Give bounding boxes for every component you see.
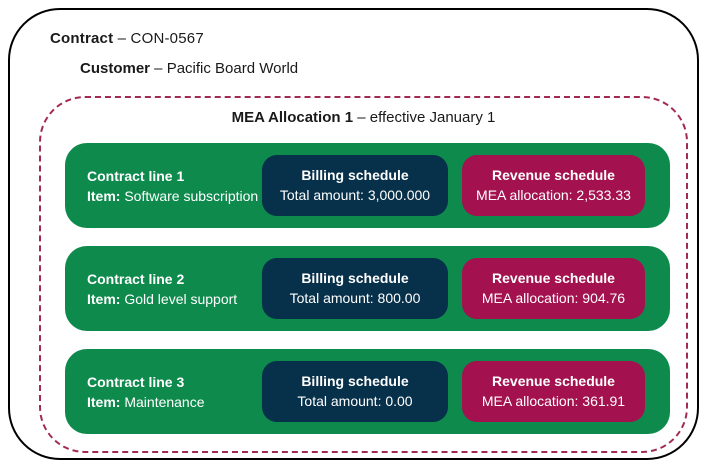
- billing-total-amount-1: Total amount: 3,000.000: [279, 187, 431, 203]
- revenue-mea-allocation-2: MEA allocation: 904.76: [481, 290, 626, 306]
- customer-label: Customer: [80, 60, 151, 77]
- revenue-schedule-box-1: Revenue schedule MEA allocation: 2,533.3…: [462, 155, 645, 216]
- contract-line-2-name: Contract line 2: [87, 270, 185, 287]
- customer-value: – Pacific Board World: [150, 60, 299, 77]
- contract-line-2-item-label: Item:: [87, 290, 121, 307]
- mea-allocation-effective-date: – effective January 1: [353, 109, 496, 126]
- revenue-mea-allocation-1: MEA allocation: 2,533.33: [476, 187, 631, 203]
- contract-line-3-row: Contract line 3 Item: Maintenance Billing…: [65, 349, 670, 434]
- contract-line-3-item-label: Item:: [87, 393, 121, 410]
- customer-title: Customer – Pacific Board World: [80, 60, 298, 77]
- contract-line-1-name: Contract line 1: [87, 167, 185, 184]
- contract-label: Contract: [50, 30, 114, 47]
- contract-line-3-item-value: Maintenance: [120, 393, 205, 410]
- contract-title: Contract – CON-0567: [50, 30, 204, 47]
- contract-line-1-row: Contract line 1 Item: Software subscripti…: [65, 143, 670, 228]
- revenue-schedule-title-1: Revenue schedule: [492, 167, 615, 183]
- billing-schedule-title-2: Billing schedule: [301, 270, 409, 286]
- contract-line-1-label: Contract line 1 Item: Software subscripti…: [87, 166, 258, 206]
- mea-allocation-title: MEA Allocation 1 – effective January 1: [41, 109, 686, 126]
- billing-schedule-box-3: Billing schedule Total amount: 0.00: [262, 361, 448, 422]
- contract-line-3-name: Contract line 3: [87, 373, 185, 390]
- contract-line-1-item-label: Item:: [87, 187, 121, 204]
- revenue-mea-allocation-3: MEA allocation: 361.91: [481, 393, 626, 409]
- mea-allocation-label: MEA Allocation 1: [231, 109, 354, 126]
- revenue-schedule-box-2: Revenue schedule MEA allocation: 904.76: [462, 258, 645, 319]
- contract-line-3-label: Contract line 3 Item: Maintenance: [87, 372, 205, 412]
- contract-line-2-item-value: Gold level support: [120, 290, 238, 307]
- billing-schedule-title-1: Billing schedule: [301, 167, 409, 183]
- revenue-schedule-title-2: Revenue schedule: [492, 270, 615, 286]
- revenue-schedule-box-3: Revenue schedule MEA allocation: 361.91: [462, 361, 645, 422]
- contract-line-1-item-value: Software subscription: [120, 187, 259, 204]
- contract-value: – CON-0567: [113, 30, 204, 47]
- revenue-schedule-title-3: Revenue schedule: [492, 373, 615, 389]
- billing-total-amount-3: Total amount: 0.00: [297, 393, 413, 409]
- contract-line-2-label: Contract line 2 Item: Gold level support: [87, 269, 237, 309]
- mea-allocation-container: MEA Allocation 1 – effective January 1 C…: [39, 96, 688, 453]
- billing-schedule-box-1: Billing schedule Total amount: 3,000.000: [262, 155, 448, 216]
- billing-total-amount-2: Total amount: 800.00: [289, 290, 421, 306]
- billing-schedule-box-2: Billing schedule Total amount: 800.00: [262, 258, 448, 319]
- contract-container: Contract – CON-0567 Customer – Pacific B…: [8, 8, 699, 460]
- billing-schedule-title-3: Billing schedule: [301, 373, 409, 389]
